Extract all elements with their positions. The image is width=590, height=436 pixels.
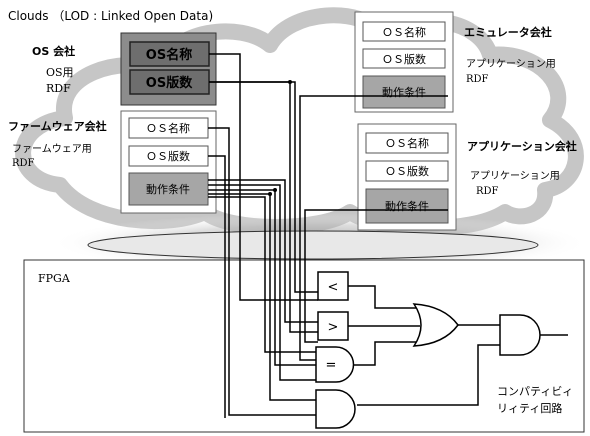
firmware-version-field-label: ＯＳ版数 <box>146 149 190 163</box>
compatibility-circuit-label: コンパティビィ <box>497 385 573 398</box>
application-name-field-label: ＯＳ名称 <box>385 136 429 150</box>
or-gate <box>412 303 459 347</box>
diagram-title: Clouds （LOD : Linked Open Data) <box>8 9 213 23</box>
comparator-greater-than-label: > <box>328 320 339 335</box>
application-condition-field-label: 動作条件 <box>385 199 429 213</box>
cloud-base-ring <box>87 230 539 260</box>
fpga-box <box>23 259 585 433</box>
application-rdf-label: アプリケーション用 <box>470 170 560 182</box>
emulator-company-name: エミュレータ会社 <box>464 25 552 39</box>
application-condition-field <box>365 188 449 224</box>
and-gate-lower <box>315 389 356 429</box>
application-version-field-label: ＯＳ版数 <box>385 164 429 178</box>
firmware-condition-field <box>128 172 209 206</box>
wire-junctions <box>268 80 292 196</box>
application-name-field <box>365 132 449 154</box>
signal-wires <box>208 53 568 418</box>
comparator-less-than-label: < <box>328 280 339 295</box>
os-name-field-label: OS名称 <box>146 47 192 63</box>
firmware-rdf-label: ファームウェア用 <box>12 143 92 155</box>
emulator-condition-field <box>362 75 446 109</box>
firmware-rdf-label-2: RDF <box>12 158 35 169</box>
os-rdf-label: OS用 <box>46 66 74 79</box>
os-company-name: OS 会社 <box>32 44 75 58</box>
application-rdf-label-2: RDF <box>476 186 499 197</box>
emulator-name-field <box>362 21 446 42</box>
emulator-condition-field-label: 動作条件 <box>382 85 426 99</box>
comparator-greater-than <box>317 311 349 341</box>
comparator-equal <box>315 346 355 383</box>
comparator-equal-label: = <box>326 358 337 373</box>
firmware-company-name: ファームウェア会社 <box>8 119 107 133</box>
os-version-field <box>129 69 210 95</box>
emulator-rdf-label-2: RDF <box>466 74 489 85</box>
emulator-version-field-label: ＯＳ版数 <box>382 52 426 66</box>
compatibility-circuit-label-2: リィティ回路 <box>497 402 562 415</box>
application-version-field <box>365 160 449 182</box>
os-name-field <box>129 41 210 67</box>
firmware-name-field-label: ＯＳ名称 <box>146 121 190 135</box>
emulator-name-field-label: ＯＳ名称 <box>382 25 426 39</box>
application-company-name: アプリケーション会社 <box>467 139 577 153</box>
emulator-version-field <box>362 48 446 69</box>
comparator-less-than <box>317 271 349 301</box>
fpga-label: FPGA <box>38 272 71 285</box>
os-rdf-label-2: RDF <box>46 82 71 95</box>
emulator-rdf-label: アプリケーション用 <box>466 58 556 70</box>
firmware-condition-field-label: 動作条件 <box>146 182 190 196</box>
os-version-field-label: OS版数 <box>146 75 193 91</box>
and-gate-output <box>499 314 541 356</box>
